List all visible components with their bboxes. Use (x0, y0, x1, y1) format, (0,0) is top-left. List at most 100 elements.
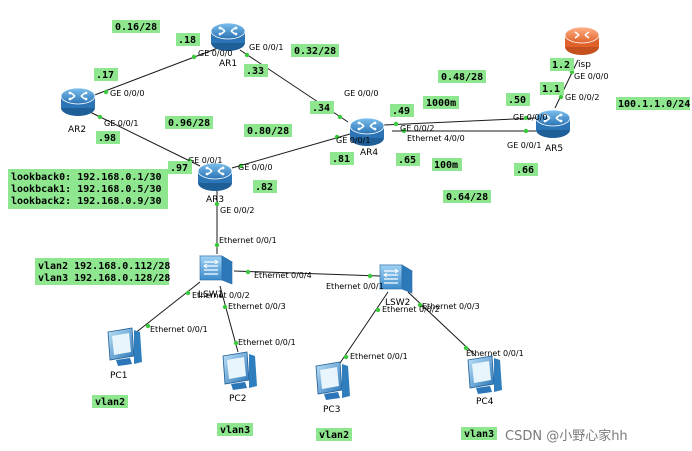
port-label: GE 0/0/1 (249, 43, 283, 52)
watermark: CSDN @小野心家hh (505, 428, 628, 444)
port-dot (191, 54, 197, 60)
port-label: GE 0/0/0 (574, 72, 608, 81)
port-dot (334, 134, 340, 140)
port-dot (238, 163, 244, 169)
note-box: .50 (506, 93, 530, 106)
switch-lsw2[interactable] (379, 264, 413, 294)
link-ar3-ar4 (231, 133, 351, 169)
links (89, 47, 579, 367)
device-label-ar5: AR5 (545, 144, 563, 154)
router-isp[interactable] (564, 26, 600, 56)
note-box: 100.1.1.0/24 (616, 97, 690, 110)
subnet-notes: 0.16/28 .18 .17 0.32/28 .33 .34 0.48/28 (8, 20, 690, 441)
port-dot (103, 89, 109, 95)
port-dot (185, 290, 191, 296)
svg-text:vlan2: vlan2 (95, 397, 125, 408)
svg-text:0.80/28: 0.80/28 (247, 126, 289, 137)
port-label: GE 0/0/1 (104, 119, 138, 128)
svg-text:.49: .49 (392, 106, 410, 117)
port-dots (97, 52, 575, 360)
port-dot (523, 128, 529, 134)
pc-pc2[interactable] (222, 351, 258, 391)
note-box: .81 (330, 152, 354, 165)
switch-icon (379, 264, 413, 294)
port-label: Ethernet 0/0/3 (422, 302, 480, 311)
svg-text:.82: .82 (255, 182, 273, 193)
svg-text:.18: .18 (178, 35, 196, 46)
vlan-line: vlan2 192.168.0.112/28 (38, 261, 170, 272)
note-box: .49 (390, 104, 414, 117)
port-dot (367, 273, 373, 279)
lookback-line: lookback2: 192.168.0.9/30 (11, 196, 162, 207)
svg-text:vlan2: vlan2 (319, 430, 349, 441)
switch-lsw1[interactable] (199, 255, 233, 285)
port-labels: GE 0/0/0 GE 0/0/1 GE 0/0/0 GE 0/0/1 GE 0… (104, 43, 608, 361)
svg-text:100m: 100m (434, 160, 458, 171)
port-label: GE 0/0/1 (507, 141, 541, 150)
device-label-pc2: PC2 (229, 394, 246, 404)
pc-icon (107, 327, 143, 367)
link-ar2-ar3 (89, 111, 201, 167)
pc-icon (315, 361, 351, 401)
port-label: Ethernet 4/0/0 (407, 134, 465, 143)
router-icon (210, 22, 246, 52)
router-icon (197, 162, 233, 192)
note-box: 0.64/28 (443, 190, 491, 203)
svg-text:vlan3: vlan3 (220, 425, 250, 436)
svg-text:.34: .34 (312, 103, 330, 114)
port-label: Ethernet 0/0/1 (466, 349, 524, 358)
note-box: vlan2 (92, 395, 128, 408)
device-label-pc3: PC3 (323, 405, 340, 415)
port-dot (401, 128, 407, 134)
link-lsw1-pc1 (133, 281, 201, 335)
vlan-note: vlan2 192.168.0.112/28 vlan3 192.168.0.1… (35, 258, 170, 285)
link-lsw1-pc2 (219, 285, 239, 353)
port-label: GE 0/0/0 (344, 89, 378, 98)
port-label: GE 0/0/0 (513, 113, 547, 122)
port-label: Ethernet 0/0/4 (254, 271, 312, 280)
pc-icon (222, 351, 258, 391)
note-box: 0.80/28 (244, 124, 292, 137)
device-label-ar1: AR1 (219, 59, 237, 69)
port-label: Ethernet 0/0/2 (382, 305, 440, 314)
port-label: GE 0/0/1 (336, 136, 370, 145)
note-box: 100m (432, 158, 462, 171)
svg-text:vlan3: vlan3 (464, 429, 494, 440)
port-dot (145, 323, 151, 329)
device-label-ar2: AR2 (68, 125, 86, 135)
pc-pc1[interactable] (107, 327, 143, 367)
pc-pc4[interactable] (467, 355, 503, 395)
svg-text:.81: .81 (332, 154, 350, 165)
device-label-isp: isp (578, 60, 591, 70)
link-lsw1-lsw2 (233, 270, 381, 277)
note-box: vlan2 (316, 428, 352, 441)
svg-text:.50: .50 (508, 95, 526, 106)
note-box: 1.1 (540, 82, 564, 95)
router-ar1[interactable] (210, 22, 246, 52)
port-label: Ethernet 0/0/2 (192, 291, 250, 300)
vlan-line: vlan3 192.168.0.128/28 (38, 273, 170, 284)
port-dot (337, 114, 343, 120)
svg-text:100.1.1.0/24: 100.1.1.0/24 (618, 99, 690, 110)
port-dot (558, 94, 564, 100)
note-box: vlan3 (217, 423, 253, 436)
router-ar2[interactable] (60, 87, 96, 117)
port-dot (393, 121, 399, 127)
router-ar3[interactable] (197, 162, 233, 192)
port-dot (214, 242, 220, 248)
svg-text:.98: .98 (98, 133, 116, 144)
device-label-pc1: PC1 (110, 371, 127, 381)
svg-text:1.1: 1.1 (542, 84, 560, 95)
port-label: Ethernet 0/0/1 (326, 282, 384, 291)
note-box: 1.2 (550, 58, 574, 71)
port-label: GE 0/0/0 (110, 89, 144, 98)
note-box: vlan3 (461, 427, 497, 440)
pc-pc3[interactable] (315, 361, 351, 401)
note-box: 1000m (423, 96, 459, 109)
port-dot (463, 345, 469, 351)
note-box: .34 (310, 101, 334, 114)
svg-text:.33: .33 (246, 66, 264, 77)
svg-text:1.2: 1.2 (552, 60, 570, 71)
port-label: GE 0/0/0 (198, 49, 232, 58)
device-label-lsw1: LSW1 (198, 290, 223, 300)
